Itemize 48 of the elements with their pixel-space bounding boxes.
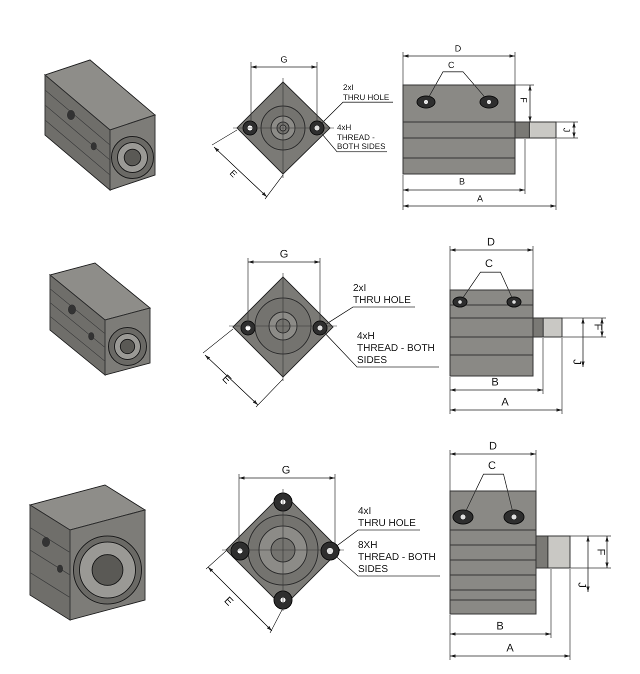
dimension-letter: A — [506, 644, 514, 654]
dimension-letter: E — [228, 168, 238, 180]
dimension-letter: B — [496, 622, 504, 632]
dimension-letter: F — [518, 97, 528, 103]
hole — [310, 120, 324, 136]
dimension-letter: J — [562, 128, 570, 132]
leader-line — [452, 71, 485, 98]
hole — [452, 510, 474, 524]
leader-line — [322, 102, 394, 124]
dimension-letter: G — [280, 250, 288, 260]
dimension-letter: J — [576, 582, 586, 588]
leader-line — [326, 306, 416, 325]
dimension-letter: A — [501, 398, 509, 408]
dimension-letter: B — [491, 378, 499, 388]
callout-note: 4xH THREAD - BOTH SIDES — [357, 331, 439, 367]
dimension-letter: J — [570, 359, 582, 365]
leader-line — [336, 530, 420, 546]
dimension-letter: B — [459, 178, 465, 186]
leader-line — [490, 272, 512, 298]
callout-note: 2xI THRU HOLE — [343, 83, 393, 102]
leader-line — [493, 474, 513, 510]
dimension-letter: G — [280, 56, 288, 64]
callout-letter: C — [485, 258, 496, 272]
callout-note: 4xI THRU HOLE — [358, 506, 420, 530]
leader-line — [466, 474, 494, 511]
callout-note: 4xH THREAD - BOTH SIDES — [337, 123, 387, 152]
hole — [480, 96, 498, 108]
callout-note: 2xI THRU HOLE — [353, 283, 415, 307]
leader-line — [462, 272, 491, 298]
leader-line — [336, 556, 440, 576]
callout-letter: C — [448, 60, 458, 71]
dimension-letter: D — [454, 44, 462, 54]
callout-note: 8XH THREAD - BOTH SIDES — [358, 540, 440, 576]
dimension-letter: A — [477, 194, 483, 204]
callout-letter: C — [488, 460, 499, 474]
hole — [312, 320, 328, 336]
dimension-letter: E — [220, 374, 232, 386]
dimension-letter: E — [222, 596, 234, 608]
dimension-letter: D — [487, 238, 495, 248]
leader-line — [321, 132, 388, 152]
leader-line — [324, 332, 440, 368]
dimension-letter: F — [594, 548, 606, 556]
hole — [320, 542, 340, 560]
dimension-letter: D — [489, 442, 497, 452]
hole — [416, 96, 436, 108]
dimension-letter: G — [282, 466, 290, 476]
dimension-letter: F — [592, 324, 602, 330]
hole — [504, 510, 524, 524]
